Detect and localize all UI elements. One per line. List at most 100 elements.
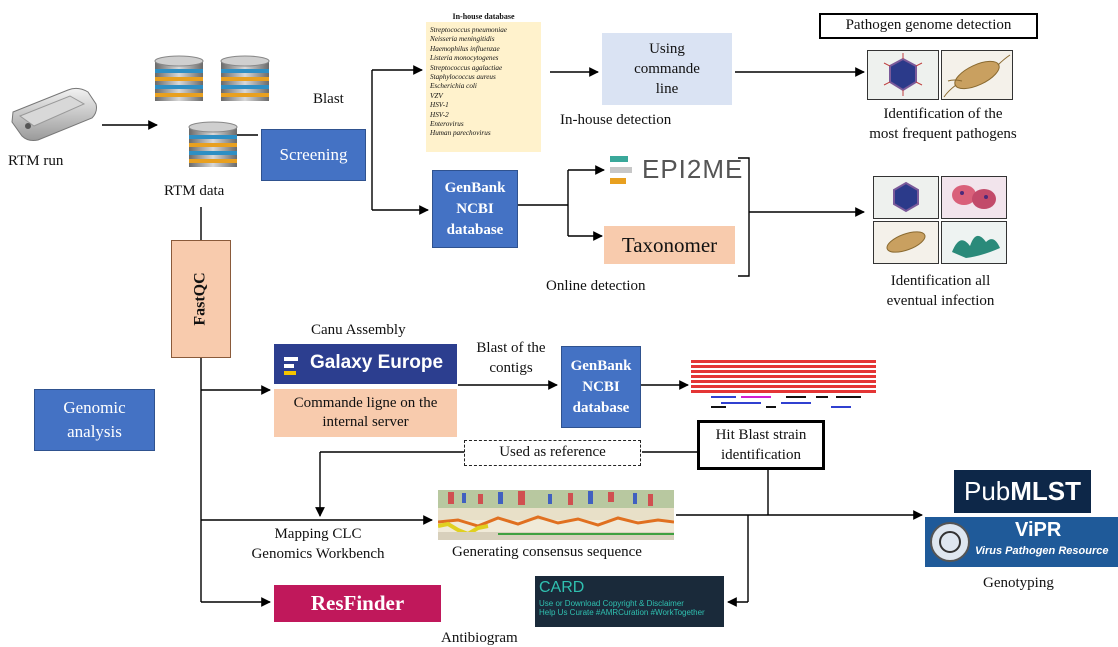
blast-contigs-text-2: contigs (489, 360, 533, 376)
inhouse-database-list: Streptococcus pneumoniae Neisseria menin… (430, 26, 537, 139)
genbank2-text-3: database (572, 399, 630, 416)
db-item: Human parechovirus (430, 129, 491, 138)
epi2me-bar-1 (610, 156, 628, 162)
inhouse-detection-label: In-house detection (560, 112, 672, 128)
database-icons (153, 55, 273, 185)
galaxy-bar-3 (284, 371, 296, 375)
blast-contigs-text-1: Blast of the (476, 340, 546, 356)
screening-box: Screening (261, 129, 366, 181)
bacteria-image-2 (873, 221, 939, 264)
card-line-1: Use or Download Copyright & Disclaimer (539, 599, 684, 608)
blast-label: Blast (313, 91, 344, 107)
fastqc-box: FastQC (171, 240, 231, 358)
db-item: Listeria monocytogenes (430, 54, 499, 63)
epi2me-bar-2 (610, 167, 632, 173)
card-title: CARD (539, 579, 585, 596)
resfinder-logo: ResFinder (274, 585, 441, 622)
db-item: HSV-1 (430, 101, 449, 110)
galaxy-bar-1 (284, 357, 298, 361)
rtm-data-label: RTM data (164, 183, 225, 199)
genbank2-text-1: GenBank (570, 357, 632, 374)
genbank-ncbi-database-box: GenBank NCBI database (432, 170, 518, 248)
rtm-run-label: RTM run (8, 153, 64, 169)
genbank-ncbi-database-box-2: GenBank NCBI database (561, 346, 641, 428)
galaxy-europe-logo: Galaxy Europe (274, 344, 457, 384)
vipr-logo: ViPR Virus Pathogen Resource (925, 517, 1118, 567)
fungi-image (941, 221, 1007, 264)
genbank-text-3: database (446, 221, 504, 238)
virus-image-2 (873, 176, 939, 219)
database-icon-3 (188, 121, 238, 167)
db-item: Staphylococcus aureus (430, 73, 496, 82)
db-item: VZV (430, 91, 443, 100)
pathogen-genome-detection-box: Pathogen genome detection (819, 13, 1038, 39)
mapping-clc-label: Mapping CLC Genomics Workbench (238, 524, 398, 564)
genomic-text-1: Genomic (63, 398, 126, 417)
vipr-emblem-icon (930, 522, 970, 562)
commande-line-text-1: Using (649, 41, 685, 57)
hit-blast-box: Hit Blast strain identification (697, 420, 825, 470)
hit-blast-text-2: identification (721, 447, 801, 463)
database-icon-1 (154, 55, 204, 101)
db-item: Neisseria meningitidis (430, 35, 495, 44)
genotyping-label: Genotyping (983, 575, 1054, 591)
blast-alignment-graphic (691, 360, 881, 410)
consensus-sequence-graphic (438, 490, 674, 540)
hit-blast-text-1: Hit Blast strain (715, 427, 807, 443)
parasite-cells-image (941, 176, 1007, 219)
pubmlst-mlst: MLST (1010, 476, 1082, 506)
commande-ligne-text-2: internal server (322, 414, 409, 430)
virus-image (867, 50, 939, 100)
commande-line-text-2: commande (634, 61, 700, 77)
all-infection-label: Identification all eventual infection (858, 271, 1023, 311)
frequent-text-1: Identification of the (883, 106, 1003, 122)
galaxy-bar-2 (284, 364, 294, 368)
vipr-title: ViPR (1015, 519, 1062, 541)
taxonomer-box: Taxonomer (604, 226, 735, 264)
generating-consensus-label: Generating consensus sequence (452, 544, 642, 560)
sequencer-device-image (8, 82, 98, 142)
genomic-text-2: analysis (67, 422, 122, 441)
genbank-text-1: GenBank (444, 179, 506, 196)
mapping-text-2: Genomics Workbench (251, 546, 385, 562)
db-item: Streptococcus pneumoniae (430, 26, 507, 34)
db-item: Streptococcus agalactiae (430, 63, 503, 72)
galaxy-europe-text: Galaxy Europe (310, 352, 444, 373)
database-icon-2 (220, 55, 270, 101)
canu-assembly-label: Canu Assembly (311, 322, 406, 338)
online-detection-label: Online detection (546, 278, 646, 294)
blast-contigs-label: Blast of the contigs (466, 338, 556, 378)
card-logo: CARD Use or Download Copyright & Disclai… (535, 576, 724, 627)
genbank-text-2: NCBI (456, 200, 494, 217)
frequent-pathogens-label: Identification of the most frequent path… (852, 104, 1034, 144)
db-item: Escherichia coli (430, 82, 477, 91)
epi2me-bar-3 (610, 178, 626, 184)
mapping-text-1: Mapping CLC (274, 526, 362, 542)
db-item: Enterovirus (430, 120, 464, 129)
used-as-reference-box: Used as reference (464, 440, 641, 466)
fastqc-label: FastQC (191, 272, 209, 326)
db-item: Haemophilus influenzae (430, 44, 500, 53)
epi2me-logo: EPI2ME (610, 150, 744, 190)
all-infection-text-2: eventual infection (886, 293, 995, 309)
inhouse-database-box: In-house database Streptococcus pneumoni… (426, 12, 541, 152)
card-line-2: Help Us Curate #AMRCuration #WorkTogethe… (539, 608, 705, 617)
pubmlst-pub: Pub (963, 476, 1011, 506)
bacteria-image (941, 50, 1013, 100)
genbank2-text-2: NCBI (582, 378, 620, 395)
frequent-text-2: most frequent pathogens (869, 126, 1017, 142)
commande-line-box: Using commande line (602, 33, 732, 105)
commande-line-text-3: line (655, 81, 679, 97)
bracket-online (738, 157, 750, 277)
genomic-analysis-box: Genomic analysis (34, 389, 155, 451)
epi2me-text: EPI2ME (642, 154, 744, 184)
all-infection-text-1: Identification all (890, 273, 991, 289)
inhouse-database-title: In-house database (426, 12, 541, 22)
db-item: HSV-2 (430, 110, 449, 119)
commande-ligne-box: Commande ligne on the internal server (274, 389, 457, 437)
commande-ligne-text-1: Commande ligne on the (293, 395, 438, 411)
vipr-subtitle: Virus Pathogen Resource (975, 545, 1109, 557)
